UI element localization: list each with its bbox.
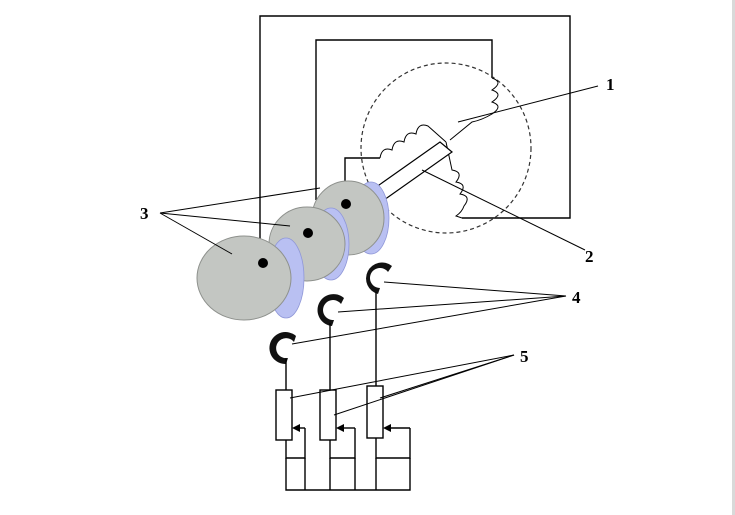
rheostats [275,385,411,459]
rotor-lead-wires [259,15,571,240]
leader-lines [159,85,599,416]
slip-ring-front [196,235,305,321]
label-2: 2 [585,247,594,266]
brush-3 [366,262,392,294]
brush-to-rheostat-wires [285,292,377,390]
rotor-winding-top [449,77,499,141]
brushes [269,262,392,365]
rotor-winding-bottom [445,141,468,219]
rotor-outline [360,62,532,234]
label-1: 1 [606,75,615,94]
brush-1 [269,332,296,365]
brush-2 [317,294,344,326]
rheostat-3 [366,385,411,459]
star-point-wire [285,458,411,491]
label-3: 3 [140,204,149,223]
label-5: 5 [520,347,529,366]
rotor [360,62,532,234]
slip-rings [196,180,390,321]
right-edge-border [732,0,735,515]
rheostat-2 [319,389,356,459]
rotor-winding-left [379,124,447,159]
shaft [371,141,453,201]
rheostat-1 [275,389,306,459]
label-4: 4 [572,288,581,307]
